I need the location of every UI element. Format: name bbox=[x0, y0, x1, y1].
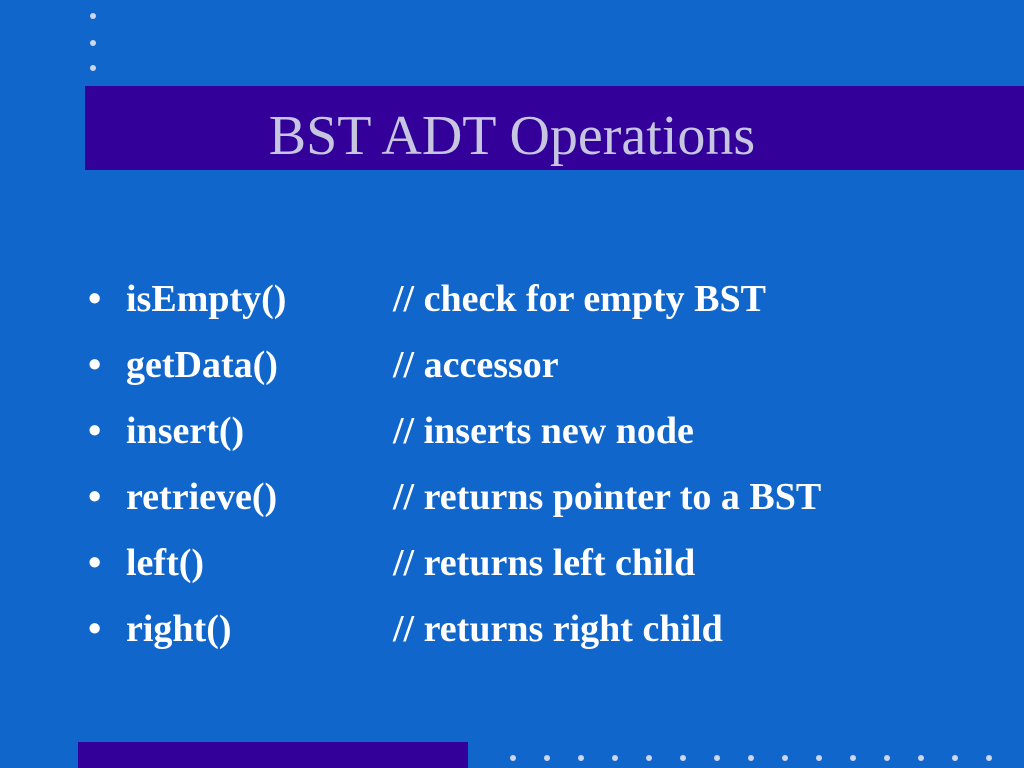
operation-name: insert() bbox=[126, 410, 245, 452]
decorative-dot bbox=[90, 40, 96, 46]
decorative-dot bbox=[884, 755, 890, 761]
bullet-icon: • bbox=[88, 278, 102, 320]
bullet-icon: • bbox=[88, 410, 102, 452]
title-bar bbox=[85, 86, 1024, 170]
decorative-dot bbox=[90, 13, 96, 19]
operation-comment: // check for empty BST bbox=[393, 278, 766, 320]
footer-bar bbox=[78, 742, 468, 768]
operation-comment: // returns left child bbox=[393, 542, 696, 584]
decorative-dot bbox=[850, 755, 856, 761]
decorative-dot bbox=[952, 755, 958, 761]
decorative-dot bbox=[714, 755, 720, 761]
operation-comment: // returns right child bbox=[393, 608, 723, 650]
decorative-dot bbox=[782, 755, 788, 761]
decorative-dot bbox=[918, 755, 924, 761]
decorative-dot bbox=[578, 755, 584, 761]
decorative-dot bbox=[510, 755, 516, 761]
bullet-icon: • bbox=[88, 476, 102, 518]
operation-name: right() bbox=[126, 608, 232, 650]
decorative-dot bbox=[90, 65, 96, 71]
decorative-dot bbox=[986, 755, 992, 761]
decorative-dot bbox=[544, 755, 550, 761]
operation-comment: // accessor bbox=[393, 344, 559, 386]
decorative-dot bbox=[748, 755, 754, 761]
decorative-dot bbox=[612, 755, 618, 761]
operation-comment: // inserts new node bbox=[393, 410, 694, 452]
operation-name: left() bbox=[126, 542, 205, 584]
bullet-icon: • bbox=[88, 608, 102, 650]
decorative-dot bbox=[680, 755, 686, 761]
slide-title: BST ADT Operations bbox=[268, 105, 756, 167]
operation-comment: // returns pointer to a BST bbox=[393, 476, 822, 518]
operation-name: getData() bbox=[126, 344, 278, 386]
decorative-dot bbox=[816, 755, 822, 761]
bullet-icon: • bbox=[88, 344, 102, 386]
decorative-dot bbox=[646, 755, 652, 761]
operation-name: retrieve() bbox=[126, 476, 278, 518]
operation-name: isEmpty() bbox=[126, 278, 287, 320]
bullet-icon: • bbox=[88, 542, 102, 584]
